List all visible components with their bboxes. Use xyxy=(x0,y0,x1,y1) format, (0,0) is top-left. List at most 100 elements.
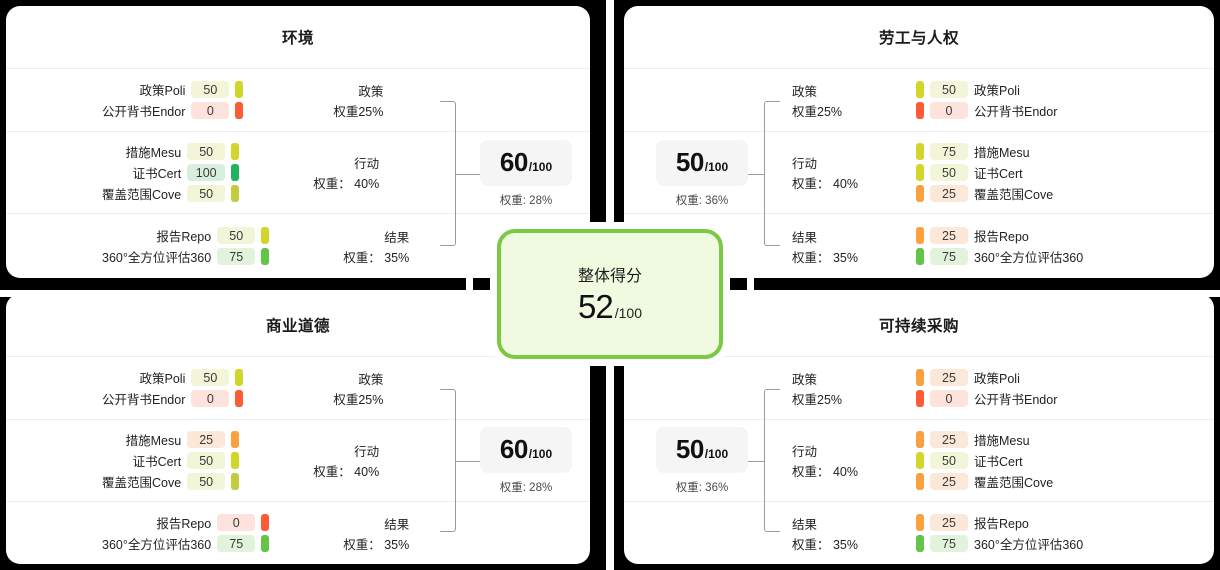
bracket-stub xyxy=(740,460,764,462)
indicator-score-pill: 25 xyxy=(930,514,968,531)
indicator-level-bar xyxy=(916,431,924,448)
connector-horizontal-right xyxy=(720,290,1220,297)
card-title: 可持续采购 xyxy=(624,294,1214,357)
card-score-badge[interactable]: 60/100 xyxy=(480,426,572,473)
indicator-label: 措施Mesu xyxy=(974,146,1030,160)
indicator-row[interactable]: 25 报告Repo xyxy=(916,513,1029,532)
indicator-score-pill: 75 xyxy=(930,535,968,552)
card-score-badge[interactable]: 50/100 xyxy=(656,139,748,186)
card-score-badge[interactable]: 60/100 xyxy=(480,139,572,186)
pillar-weight-block: 政策权重25% xyxy=(265,369,383,408)
indicator-label: 措施Mesu xyxy=(125,146,182,160)
indicator-score-pill: 0 xyxy=(191,390,230,407)
card-score-value: 60 xyxy=(499,433,528,464)
connector-vertical-top xyxy=(606,0,614,232)
indicator-level-bar xyxy=(231,473,240,490)
indicator-score-pill: 50 xyxy=(930,81,968,98)
bracket-connector xyxy=(440,101,456,246)
indicator-level-bar xyxy=(916,143,924,160)
card-score-denominator: /100 xyxy=(704,446,729,461)
indicator-score-pill: 50 xyxy=(930,164,968,181)
indicator-level-bar xyxy=(231,185,240,202)
card-title: 商业道德 xyxy=(6,294,590,357)
indicator-label: 政策Poli xyxy=(139,84,186,98)
indicator-score-pill: 0 xyxy=(930,390,968,407)
indicator-row[interactable]: 0 公开背书Endor xyxy=(916,389,1057,408)
card-score-denominator: /100 xyxy=(528,159,553,174)
connector-cap-left xyxy=(466,268,473,320)
indicator-label: 公开背书Endor xyxy=(974,393,1058,407)
overall-score-value-group: 52 /100 xyxy=(578,288,642,326)
indicator-level-bar xyxy=(231,452,240,469)
overall-score-badge[interactable]: 整体得分 52 /100 xyxy=(497,229,723,359)
indicator-level-bar xyxy=(235,369,244,386)
indicator-level-bar xyxy=(916,227,924,244)
indicator-level-bar xyxy=(261,514,270,531)
bracket-connector xyxy=(764,389,780,532)
indicator-score-pill: 50 xyxy=(930,452,968,469)
indicator-score-pill: 100 xyxy=(187,164,226,181)
indicator-label: 360°全方位评估360 xyxy=(102,538,212,552)
indicator-label: 报告Repo xyxy=(974,517,1029,531)
indicator-score-pill: 0 xyxy=(930,102,968,119)
indicator-level-bar xyxy=(916,102,924,119)
indicator-label: 覆盖范围Cove xyxy=(974,476,1054,490)
indicator-level-bar xyxy=(916,81,924,98)
indicator-score-pill: 50 xyxy=(217,227,256,244)
indicator-score-pill: 50 xyxy=(191,81,230,98)
card-title: 劳工与人权 xyxy=(624,6,1214,69)
pillar-weight: 权重： 40% xyxy=(792,177,858,191)
indicator-row[interactable]: 政策Poli 50 xyxy=(140,80,244,99)
pillar-weight-block: 结果权重： 35% xyxy=(291,227,409,266)
indicator-score-pill: 75 xyxy=(930,248,968,265)
card-score-badge[interactable]: 50/100 xyxy=(656,426,748,473)
pillar-weight-block: 政策权重25% xyxy=(792,81,896,120)
indicator-label: 政策Poli xyxy=(139,372,186,386)
indicator-score-pill: 0 xyxy=(217,514,256,531)
indicator-level-bar xyxy=(231,164,240,181)
pillar-weight-block: 行动权重： 40% xyxy=(261,441,379,480)
